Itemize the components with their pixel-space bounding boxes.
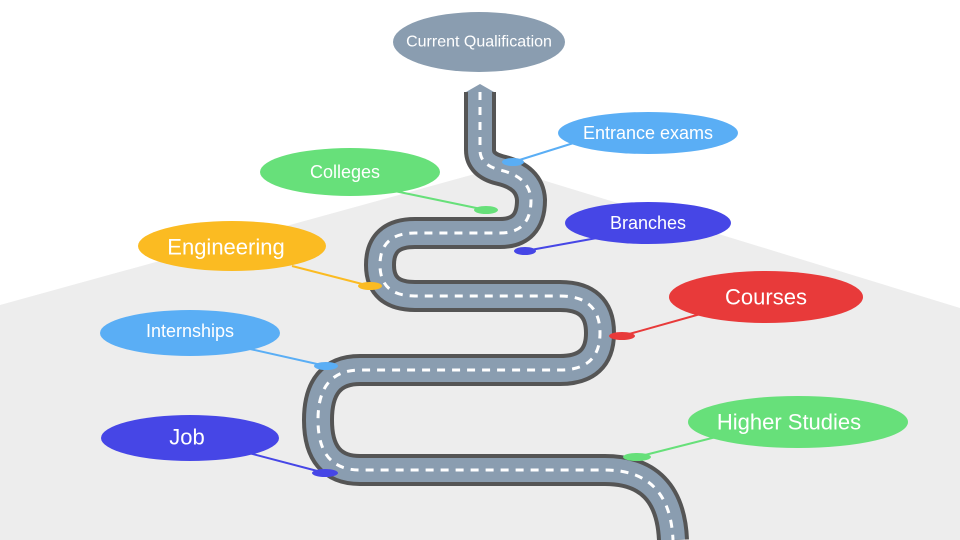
- milestone-label: Job: [169, 425, 204, 450]
- milestone-job: Job: [101, 415, 338, 477]
- milestone-colleges: Colleges: [260, 148, 498, 214]
- milestone-bubble: [669, 271, 863, 323]
- milestone-label: Branches: [610, 213, 686, 233]
- milestone-label: Engineering: [167, 235, 284, 260]
- milestone-label: Colleges: [310, 162, 380, 182]
- milestone-label: Higher Studies: [717, 410, 861, 435]
- connector-line: [621, 312, 705, 337]
- milestone-bubble: [260, 148, 440, 196]
- road-marker: [314, 362, 338, 370]
- road-center-stripe: [316, 92, 675, 540]
- milestone-branches: Branches: [514, 202, 731, 255]
- winding-road: [302, 84, 689, 540]
- milestone-bubble: [558, 112, 738, 154]
- road-marker: [609, 332, 635, 340]
- milestone-bubble: [688, 396, 908, 448]
- milestone-label: Courses: [725, 285, 807, 310]
- milestone-bubble: [101, 415, 279, 461]
- connector-line: [291, 265, 371, 287]
- road-marker: [358, 282, 382, 290]
- milestone-entrance-exams: Entrance exams: [502, 112, 738, 166]
- connector-line: [636, 435, 721, 458]
- milestone-label: Entrance exams: [583, 123, 713, 143]
- milestone-bubble: [100, 310, 280, 356]
- road-marker: [474, 206, 498, 214]
- road-marker: [623, 453, 651, 461]
- milestone-courses: Courses: [609, 271, 863, 340]
- road-marker: [514, 247, 536, 255]
- start-node-label: Current Qualification: [406, 34, 552, 51]
- milestone-higher-studies: Higher Studies: [623, 396, 908, 461]
- milestone-internships: Internships: [100, 310, 338, 370]
- milestone-label: Internships: [146, 321, 234, 341]
- road-marker: [502, 158, 524, 166]
- start-node: Current Qualification: [393, 12, 565, 72]
- milestone-bubble: [565, 202, 731, 244]
- road-marker: [312, 469, 338, 477]
- start-node-bubble: [393, 12, 565, 72]
- connector-line: [244, 451, 326, 474]
- milestone-bubble: [138, 221, 326, 271]
- road-start-cap: [466, 84, 494, 92]
- connector-line: [249, 348, 327, 367]
- milestone-engineering: Engineering: [138, 221, 382, 290]
